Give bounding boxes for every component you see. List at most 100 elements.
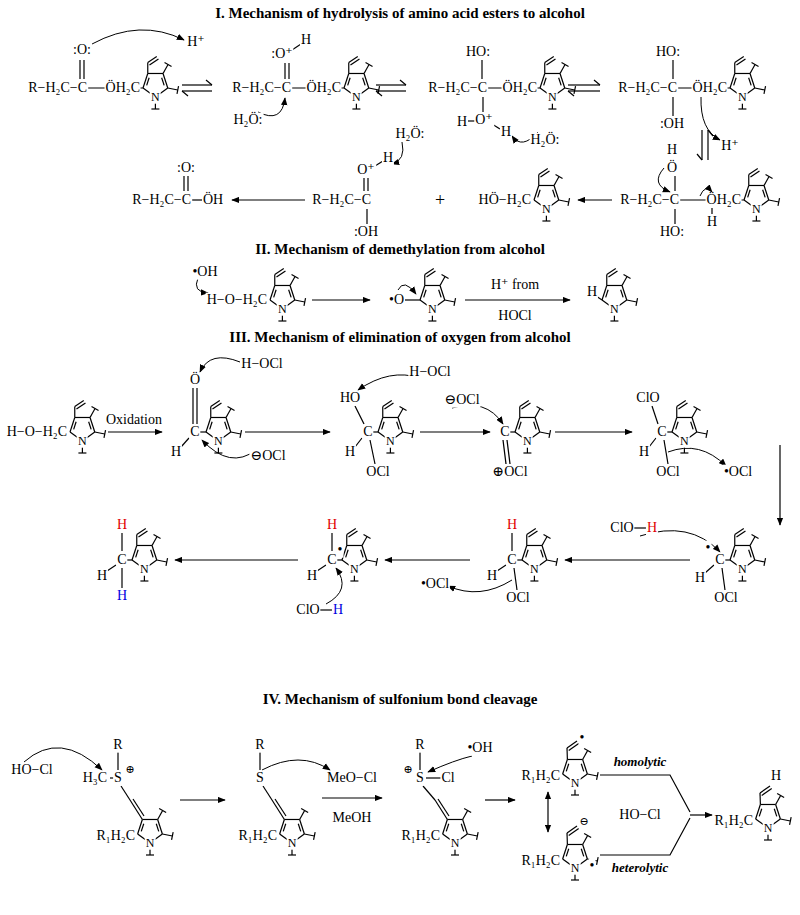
ring-stub bbox=[565, 88, 575, 90]
cut-mark bbox=[442, 275, 449, 279]
equilibrium-arrow bbox=[376, 90, 406, 91]
atom-label: HO−Cl bbox=[10, 763, 53, 778]
atom-label: R₁H₂C bbox=[520, 769, 561, 784]
atom-label: MeO−Cl bbox=[326, 771, 378, 786]
atom-label: C bbox=[714, 553, 725, 568]
bond-line bbox=[705, 565, 714, 573]
ring-stub bbox=[559, 200, 569, 202]
ring-atom: N bbox=[751, 203, 762, 216]
atom-label: S bbox=[113, 771, 123, 786]
bond-line bbox=[497, 565, 506, 571]
label-anchor: H⁺ bbox=[186, 35, 206, 50]
label-anchor: N bbox=[570, 862, 581, 875]
cut-mark bbox=[228, 407, 235, 411]
cut-mark bbox=[574, 86, 576, 94]
atom-label: ClO bbox=[635, 391, 660, 406]
ring-stub bbox=[162, 834, 172, 836]
ring-bond bbox=[672, 417, 677, 432]
ring-bond bbox=[211, 417, 226, 418]
vinyl-bond bbox=[736, 531, 745, 537]
atom-label: R−H₂C−C bbox=[131, 193, 192, 208]
bond-line bbox=[121, 568, 122, 588]
label-anchor: • bbox=[705, 541, 712, 556]
bond-line bbox=[567, 826, 577, 833]
ring-bond bbox=[270, 285, 275, 300]
vinyl-bond bbox=[540, 171, 549, 177]
label-anchor: OCl bbox=[655, 465, 680, 480]
bond-line bbox=[510, 431, 515, 432]
bond-line bbox=[363, 178, 364, 191]
atom-label: ÖH₂C bbox=[692, 81, 728, 96]
vinyl-bond bbox=[274, 274, 275, 285]
label-anchor: H⁺ bbox=[720, 139, 740, 154]
atom-label: H bbox=[96, 569, 108, 584]
reaction-arrow bbox=[565, 559, 690, 560]
ring-double-bond bbox=[156, 824, 158, 832]
ring-double-bond bbox=[566, 849, 568, 857]
cut-mark bbox=[451, 854, 459, 855]
label-anchor: H₂Ö: bbox=[395, 127, 426, 142]
atom-label: :OH bbox=[353, 225, 379, 240]
atom-label: H bbox=[332, 603, 344, 618]
cut-mark bbox=[292, 275, 299, 279]
cut-mark bbox=[680, 452, 688, 453]
label-anchor: •OH bbox=[191, 265, 218, 280]
bond-line bbox=[263, 786, 272, 800]
label-anchor: R bbox=[414, 738, 425, 753]
reaction-arrow bbox=[420, 431, 490, 432]
ring-stub bbox=[440, 276, 445, 285]
atom-label: H−O−H₂C bbox=[6, 425, 68, 440]
reaction-arrow bbox=[175, 559, 298, 560]
vinyl-bond bbox=[736, 59, 745, 65]
cut-mark bbox=[706, 430, 708, 438]
label-anchor: O⁺ bbox=[356, 163, 376, 178]
label-anchor: • bbox=[589, 859, 596, 874]
atom-label: H₂Ö: bbox=[395, 127, 426, 142]
reaction-arrow bbox=[322, 797, 382, 798]
cut-mark bbox=[584, 749, 591, 753]
ring-double-bond bbox=[446, 824, 448, 832]
ring-double-bond bbox=[382, 422, 384, 430]
electron-arrow bbox=[196, 278, 208, 293]
reaction-arrow bbox=[108, 431, 162, 432]
label-anchor: :OH bbox=[659, 117, 685, 132]
label-anchor: H bbox=[306, 569, 318, 584]
label-anchor: N bbox=[541, 203, 552, 216]
ring-atom: N bbox=[529, 563, 540, 576]
label-anchor: MeOH bbox=[332, 811, 373, 826]
atom-label: ⊖ bbox=[578, 816, 589, 828]
vinyl-bond bbox=[546, 59, 555, 65]
equilibrium-arrow bbox=[376, 84, 406, 85]
atom-label: HÖ−H₂C bbox=[478, 193, 532, 208]
equilibrium-arrow bbox=[182, 84, 212, 85]
ring-stub bbox=[95, 432, 105, 434]
cut-mark bbox=[400, 407, 407, 411]
label-anchor: •OCl bbox=[420, 577, 450, 592]
vinyl-bond bbox=[676, 406, 677, 417]
label-anchor: S bbox=[415, 771, 425, 786]
ring-atom: N bbox=[139, 563, 150, 576]
vinyl-bond bbox=[76, 403, 85, 409]
atom-label: C bbox=[506, 553, 517, 568]
ring-bond bbox=[90, 417, 95, 432]
atom-label: ÖH bbox=[202, 193, 224, 208]
ring-double-bond bbox=[763, 190, 765, 198]
atom-label: Ö bbox=[666, 161, 678, 176]
bond-line bbox=[514, 568, 517, 590]
label-anchor: H−OCl bbox=[408, 365, 451, 380]
atom-label: :O: bbox=[72, 43, 92, 58]
vinyl-bond bbox=[528, 531, 537, 537]
label-anchor: H₂Ö: bbox=[233, 113, 264, 128]
bond-line bbox=[759, 793, 761, 805]
label-anchor: R₁H₂C bbox=[713, 814, 754, 829]
label-anchor: ⊖OCl bbox=[443, 393, 480, 408]
reaction-arrow bbox=[180, 799, 225, 800]
label-anchor: H bbox=[382, 151, 394, 166]
atom-label: ⊕ bbox=[124, 764, 135, 776]
ring-stub bbox=[90, 408, 95, 417]
ring-bond bbox=[132, 545, 137, 560]
label-anchor: H−OCl bbox=[240, 357, 283, 372]
atom-label: R₁H₂C bbox=[520, 854, 561, 869]
atom-label: S bbox=[415, 771, 425, 786]
atom-label: R−H₂C−C bbox=[427, 81, 488, 96]
